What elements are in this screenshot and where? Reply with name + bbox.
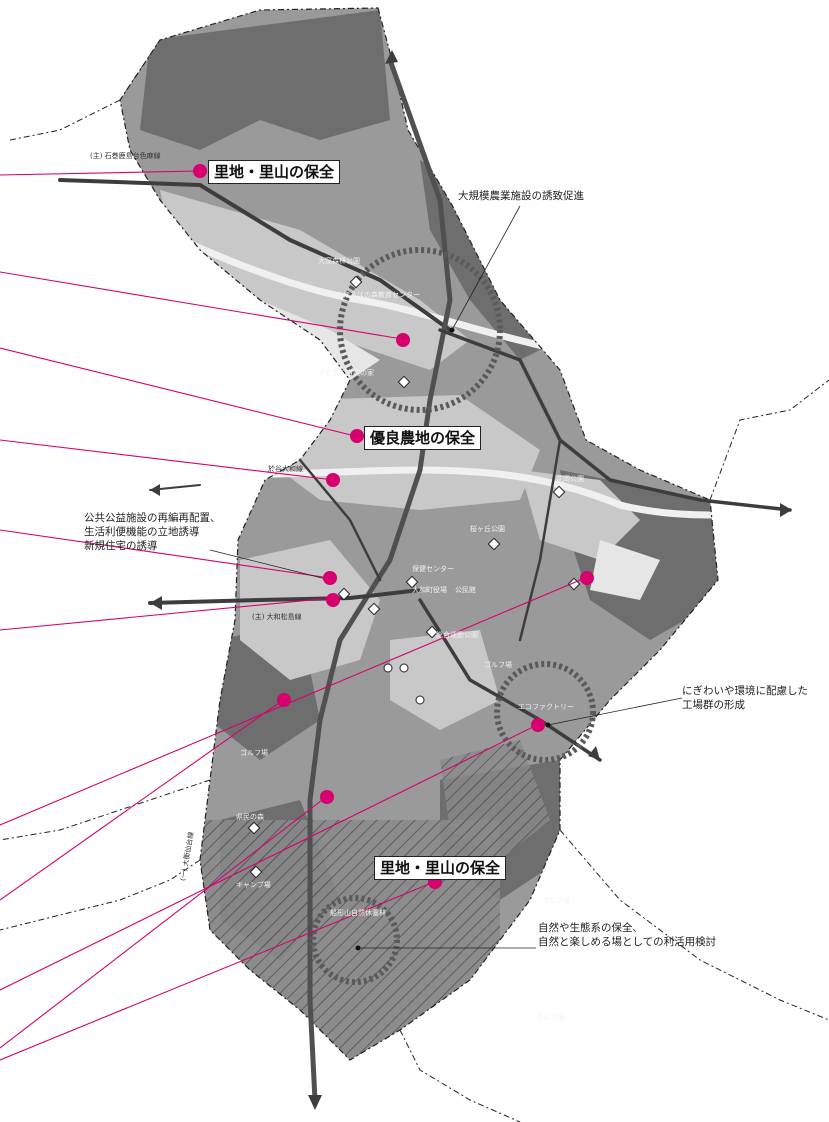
note-pointers: [209, 205, 683, 949]
place-momo-park: 桜ヶ丘公園: [470, 525, 505, 533]
place-nature-school: すくすく自然の家: [318, 369, 374, 377]
nature-zone-circle: [310, 895, 400, 985]
road-east: [438, 328, 792, 512]
place-sports-park: 総合運動公園: [436, 631, 478, 639]
marker-4: [326, 473, 340, 487]
highway-north: [307, 57, 453, 1103]
marker-7: [580, 571, 594, 585]
road-ishinomaki: [58, 178, 452, 332]
note-nature-line-2: 自然と楽しめる場としての利活用検討: [538, 936, 717, 948]
place-town-hall: 公民館: [455, 586, 476, 594]
marker-6: [326, 593, 340, 607]
agri-zone-circle: [337, 247, 503, 413]
note-agri-facility: 大規模農業施設の誘致促進: [458, 190, 584, 202]
place-health-center: 保健センター: [412, 565, 454, 573]
pointer-dots: [355, 327, 551, 951]
place-golf-4: ゴルフ場: [536, 1013, 564, 1021]
place-park-north: 大窪森林公園: [318, 257, 360, 265]
leader-lines: [0, 170, 586, 1061]
marker-9: [531, 718, 545, 732]
place-prefectural-forest: 県民の森: [236, 813, 264, 821]
zone-label-satoyama-south: 里地・里山の保全: [374, 856, 507, 880]
note-nature-line-1: 自然や生態系の保全、: [538, 922, 643, 934]
place-camp: キャンプ場: [236, 881, 271, 889]
note-public-facility-line-1: 公共公益施設の再編再配置、: [84, 512, 221, 524]
road-label-ohira: (主) 大和松島線: [252, 613, 302, 621]
marker-2: [396, 333, 410, 347]
zone-label-satoyama-north: 里地・里山の保全: [208, 160, 341, 184]
roads: [58, 57, 792, 1103]
marker-1: [193, 164, 207, 178]
road-west: [148, 588, 422, 605]
note-public-facility-line-3: 新規住宅の誘導: [84, 540, 158, 552]
industrial-zone-circle: [494, 661, 596, 763]
note-public-facility-line-2: 生活利便機能の立地誘導: [84, 526, 200, 538]
place-eco-factory: エコファクトリー: [518, 703, 574, 711]
note-industrial-line-1: にぎわいや環境に配慮した: [682, 685, 808, 697]
note-industrial-line-2: 工場群の形成: [682, 699, 745, 711]
facility-markers: [247, 275, 581, 879]
note-nature: 自然や生態系の保全、 自然と楽しめる場としての利活用検討: [538, 921, 716, 949]
marker-3: [350, 429, 364, 443]
zone-circles: [310, 247, 596, 985]
road-label-ishinomaki: (主) 石巻鹿島台色麻線: [90, 152, 161, 160]
place-hanaoka-park: 花岡公園: [556, 475, 584, 483]
marker-10: [320, 790, 334, 804]
target-markers: [193, 164, 594, 889]
zone-label-farmland: 優良農地の保全: [364, 426, 482, 450]
place-golf-2: ゴルフ場: [240, 749, 268, 757]
marker-5: [323, 571, 337, 585]
place-town-office: 大和町役場: [412, 586, 447, 594]
light-areas: [160, 190, 640, 730]
note-industrial: にぎわいや環境に配慮した 工場群の形成: [682, 684, 808, 712]
road-arrows: [150, 50, 792, 1110]
place-golf-3: ゴルフ場: [542, 897, 570, 905]
marker-8: [277, 693, 291, 707]
note-public-facility: 公共公益施設の再編再配置、 生活利便機能の立地誘導 新規住宅の誘導: [84, 511, 221, 553]
place-edu-center: まほろばの森教育センター: [336, 291, 420, 299]
place-nature-reserve: 船形山自然休養林: [330, 909, 386, 917]
town-boundary: [119, 7, 719, 1061]
place-golf-1: ゴルフ場: [484, 661, 512, 669]
road-label-shiwa: 於谷大和線: [268, 465, 303, 473]
